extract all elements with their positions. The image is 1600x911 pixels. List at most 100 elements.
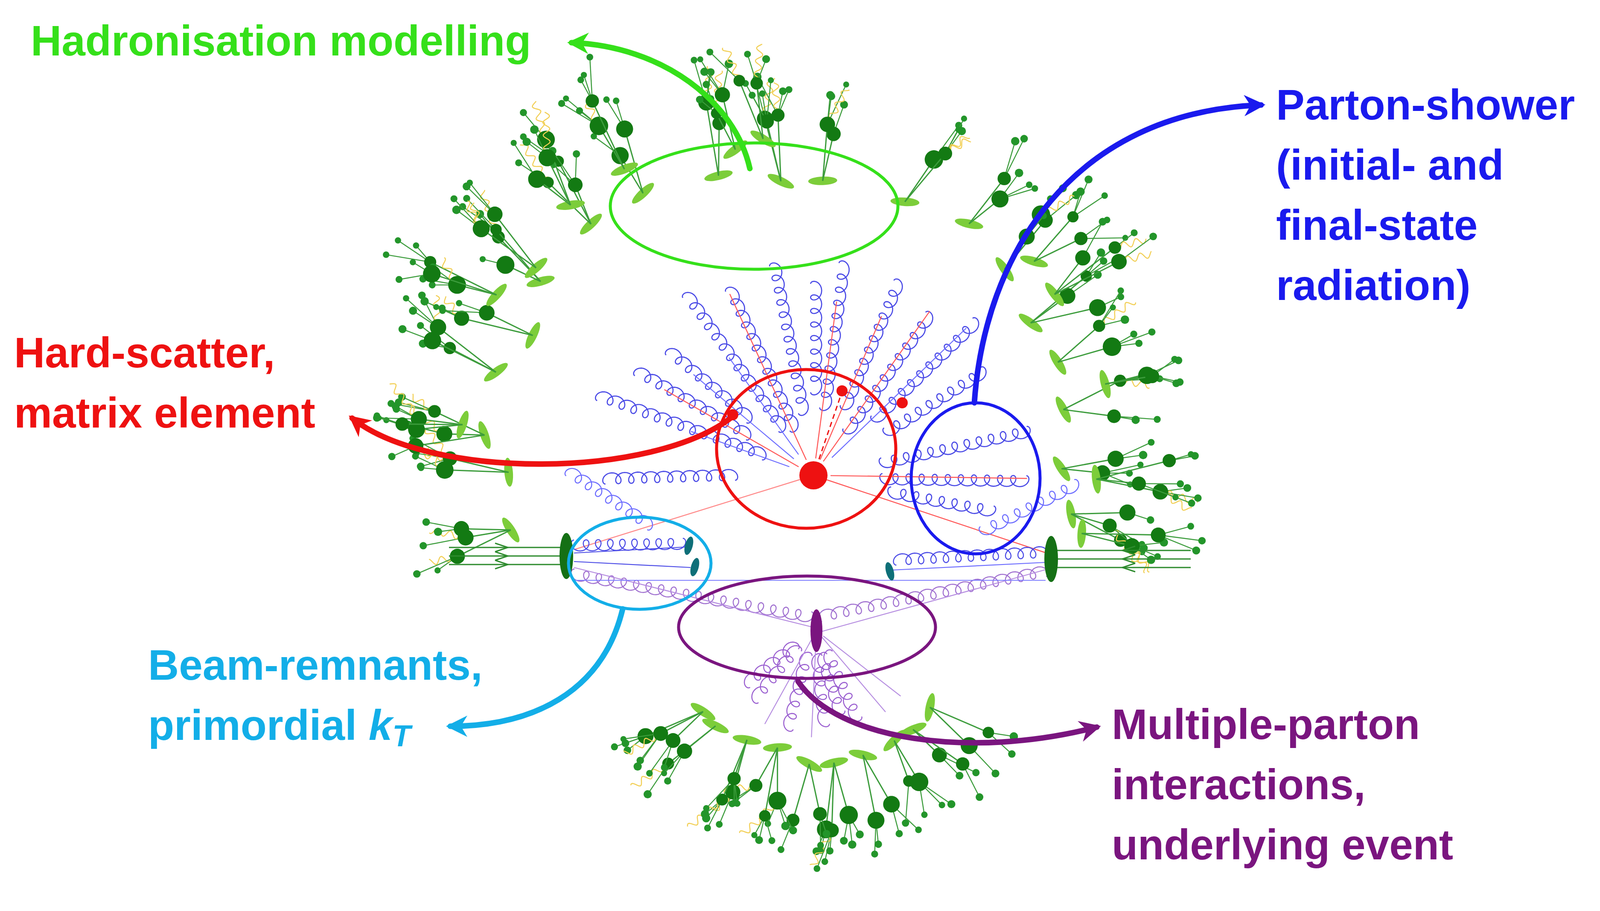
hadron-dot: [1075, 250, 1091, 266]
cluster-blob: [890, 196, 920, 208]
hadron-line: [1054, 247, 1115, 295]
hadron-line: [912, 729, 963, 765]
hadron-dot: [558, 99, 566, 107]
hadron-dot: [1110, 304, 1117, 311]
hadron-dot: [843, 81, 850, 88]
hadron-dot: [660, 763, 668, 771]
hadron-dot: [1008, 750, 1016, 758]
hadron-line: [592, 101, 625, 170]
hadron-dot: [1020, 134, 1029, 143]
hadron-dot: [733, 74, 746, 87]
hadron-dot: [1176, 378, 1184, 386]
hadron-line: [457, 530, 511, 557]
hadron-line: [1098, 290, 1121, 327]
hadron-line: [494, 214, 537, 269]
hadron-dot: [848, 840, 857, 849]
hadron-dot: [388, 452, 396, 461]
hadron-dot: [439, 307, 446, 315]
hadron-dot: [413, 242, 420, 249]
hadron-dot: [1148, 439, 1155, 446]
hadron-dot: [727, 772, 741, 786]
hadron-line: [558, 161, 591, 225]
hadron-dot: [715, 821, 723, 828]
hadron-dot: [743, 50, 751, 58]
hadron-dot: [1130, 229, 1138, 237]
hadron-dot: [789, 826, 798, 835]
hadron-line: [430, 262, 497, 295]
hadron-dot: [661, 770, 668, 777]
hadron-dot: [813, 807, 827, 821]
parton-shower-ring: [911, 402, 1041, 554]
hadron-dot: [1145, 369, 1160, 384]
hadron-line: [1105, 375, 1153, 385]
cluster-blob: [555, 198, 586, 212]
quark-line: [811, 639, 817, 738]
quark-line: [764, 638, 813, 724]
hadron-dot: [975, 793, 984, 802]
decay-dot: [836, 385, 848, 397]
hadron-dot: [1131, 415, 1140, 424]
gluon-line: [893, 546, 1049, 566]
hadron-dot: [375, 414, 382, 421]
hadron-dot: [395, 276, 403, 283]
hadron-dot: [702, 80, 710, 88]
hadron-dot: [758, 90, 766, 97]
quark-line: [830, 475, 1028, 479]
hadron-dot: [1171, 355, 1178, 363]
decay-dot: [896, 397, 908, 409]
hadron-dot: [1101, 192, 1108, 199]
hard-scatter-ring: [716, 369, 896, 529]
hadron-dot: [1120, 315, 1130, 324]
hadron-dot: [496, 256, 515, 274]
cluster-blob: [522, 320, 543, 351]
hadron-dot: [1139, 450, 1148, 460]
gluon-line: [979, 479, 1079, 535]
hadron-line: [415, 435, 485, 446]
leader-arrow: [352, 416, 733, 465]
hadron-dot: [1146, 555, 1156, 565]
hadron-dot: [1107, 409, 1121, 424]
hadron-dot: [402, 295, 410, 302]
gluon-line: [571, 538, 686, 552]
hadron-dot: [1102, 518, 1117, 533]
hadron-dot: [603, 96, 610, 103]
label-line: interactions,: [1111, 754, 1454, 815]
hadron-dot: [867, 812, 885, 830]
label-line: underlying event: [1111, 814, 1454, 875]
hadron-dot: [1119, 504, 1136, 521]
hadron-dot: [572, 150, 580, 158]
remnant-line: [574, 547, 685, 554]
hadron-dot: [1031, 185, 1038, 192]
hadron-dot: [643, 790, 652, 799]
hadron-dot: [955, 757, 970, 771]
label-line: Hadronisation modelling: [30, 10, 531, 71]
hadron-dot: [1162, 454, 1176, 468]
hadron-line: [792, 763, 810, 820]
hadron-dot: [382, 251, 390, 258]
callout-label: Parton-shower (initial- and final-state …: [1276, 74, 1575, 316]
hadron-dot: [768, 792, 787, 811]
hadron-dot: [871, 850, 878, 858]
hadron-dot: [997, 171, 1011, 186]
hadron-line: [755, 747, 778, 786]
hadron-dot: [696, 96, 704, 104]
hadron-dot: [1146, 516, 1155, 525]
hadron-dot: [413, 570, 421, 578]
hadron-dot: [895, 830, 903, 838]
hadron-dot: [1130, 330, 1138, 339]
hadron-dot: [839, 805, 858, 825]
hadron-line: [929, 707, 989, 733]
hadron-dot: [486, 206, 503, 222]
gluon-line: [887, 486, 996, 516]
hadron-dot: [1187, 451, 1195, 458]
hadron-line: [624, 128, 644, 194]
hadron-dot: [422, 265, 441, 283]
hadron-dot: [690, 56, 698, 64]
hadron-line: [862, 754, 876, 821]
hard-scatter-dot: [799, 461, 828, 490]
hadron-dot: [991, 769, 1000, 778]
hadron-dot: [991, 190, 1009, 208]
photon-line: [687, 798, 723, 827]
hadron-dot: [1148, 328, 1156, 336]
hadron-dot: [1117, 287, 1124, 294]
